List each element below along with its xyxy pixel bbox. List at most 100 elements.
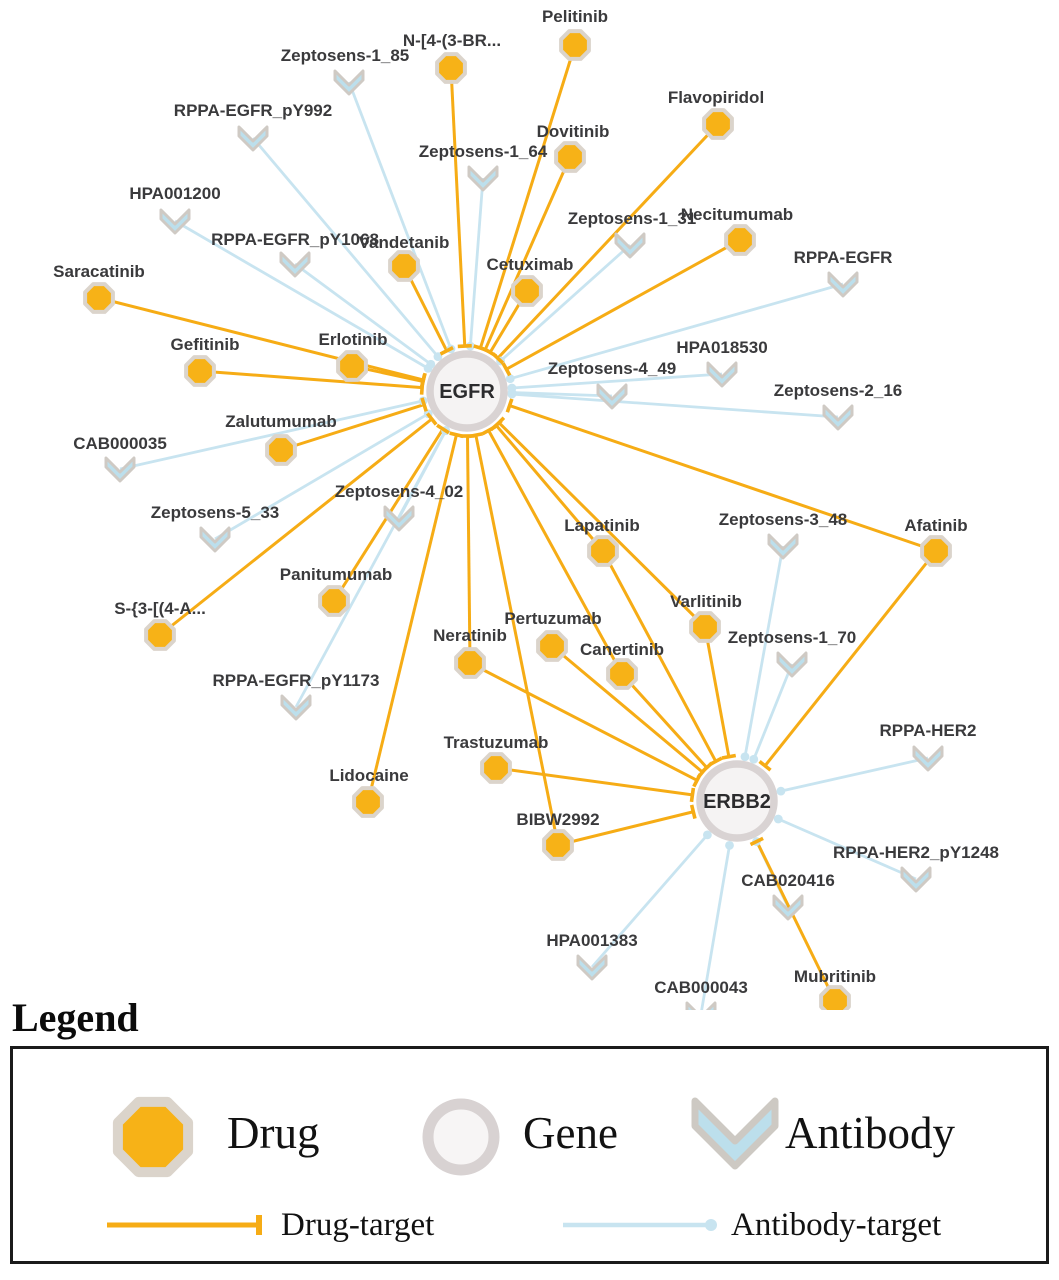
drug-node[interactable] (454, 647, 486, 679)
drug-node[interactable] (265, 434, 297, 466)
antibody-node[interactable] (279, 251, 311, 278)
antibody-target-edge (511, 392, 839, 419)
drug-label: Pelitinib (542, 7, 608, 26)
drug-label: Saracatinib (53, 262, 145, 281)
drug-node[interactable] (184, 355, 216, 387)
inhibition-cap (505, 398, 514, 413)
antibody-target-edge (174, 219, 429, 370)
antibody-node[interactable] (776, 651, 808, 678)
drug-target-edge (469, 661, 698, 782)
drug-node[interactable] (702, 108, 734, 140)
drug-node[interactable] (724, 224, 756, 256)
edge-endpoint-dot (433, 352, 443, 362)
antibody-target-edge (468, 177, 485, 347)
antibody-target-edge (251, 137, 440, 358)
drug-node[interactable] (819, 985, 851, 1010)
antibody-label: Zeptosens-1_31 (568, 209, 697, 228)
inhibition-cap (449, 431, 464, 439)
drug-label: Cetuximab (487, 255, 574, 274)
drug-node[interactable] (559, 29, 591, 61)
drug-node[interactable] (587, 535, 619, 567)
drug-node[interactable] (542, 829, 574, 861)
antibody-label: Zeptosens-2_16 (774, 381, 903, 400)
antibody-target-edge (511, 391, 613, 398)
edge-endpoint-dot (776, 786, 786, 796)
antibody-label: CAB020416 (741, 871, 835, 890)
drug-node[interactable] (352, 786, 384, 818)
drug-target-edge (495, 424, 605, 552)
gene-node[interactable] (696, 760, 778, 842)
antibody-target-edge (499, 243, 631, 363)
gene-node[interactable] (426, 350, 508, 432)
drug-target-edge (465, 435, 472, 664)
drug-target-edge (557, 810, 694, 847)
drug-node[interactable] (388, 250, 420, 282)
drug-label: Trastuzumab (444, 733, 549, 752)
drug-node[interactable] (144, 619, 176, 651)
antibody-label: Zeptosens-5_33 (151, 503, 280, 522)
antibody-label: RPPA-HER2_pY1248 (833, 843, 999, 862)
antibody-node[interactable] (383, 505, 415, 532)
drug-node[interactable] (336, 350, 368, 382)
antibody-node[interactable] (467, 165, 499, 192)
antibody-node[interactable] (767, 533, 799, 560)
drug-target-edge (280, 403, 425, 452)
antibody-node[interactable] (706, 361, 738, 388)
edge-endpoint-dot (702, 830, 712, 840)
drug-node[interactable] (318, 585, 350, 617)
inhibition-cap (468, 431, 484, 439)
antibody-node[interactable] (822, 404, 854, 431)
antibody-node[interactable] (199, 526, 231, 553)
antibody-node[interactable] (576, 954, 608, 981)
antibody-target-edge (752, 663, 794, 760)
antibody-target-edge (777, 817, 917, 881)
drug-node[interactable] (689, 611, 721, 643)
inhibition-cap (420, 397, 428, 412)
antibody-target-edge (780, 756, 929, 793)
drug-target-edge (497, 421, 707, 629)
legend-title: Legend (12, 995, 139, 1040)
antibody-target-legend-line (563, 1219, 717, 1231)
inhibition-cap (721, 753, 737, 760)
drug-node[interactable] (511, 275, 543, 307)
inhibition-cap (749, 836, 764, 847)
antibody-label: RPPA-HER2 (880, 721, 977, 740)
antibody-node[interactable] (772, 894, 804, 921)
antibody-target-edge (511, 372, 723, 390)
antibody-label: HPA001200 (129, 184, 220, 203)
antibody-node[interactable] (596, 383, 628, 410)
drug-node[interactable] (480, 752, 512, 784)
inhibition-cap (439, 346, 454, 356)
antibody-target-edge (509, 282, 844, 381)
drug-target-edge (505, 238, 741, 371)
legend-box: Drug Gene Antibody Drug-target Antibody-… (10, 1046, 1049, 1264)
gene-label: ERBB2 (703, 791, 771, 813)
drug-node[interactable] (435, 52, 467, 84)
inhibition-cap (692, 773, 702, 788)
drug-label: Lapatinib (564, 516, 640, 535)
antibody-target-edge (700, 845, 731, 1010)
edge-endpoint-dot (740, 752, 750, 762)
drug-target-edge (496, 122, 720, 360)
antibody-node[interactable] (159, 208, 191, 235)
drug-node[interactable] (920, 535, 952, 567)
antibody-node[interactable] (333, 69, 365, 96)
drug-node[interactable] (536, 630, 568, 662)
antibody-node[interactable] (900, 866, 932, 893)
drug-node[interactable] (83, 282, 115, 314)
antibody-node[interactable] (827, 271, 859, 298)
edge-endpoint-dot (505, 374, 515, 384)
nodes-layer (83, 29, 952, 1010)
antibody-label: Zeptosens-1_70 (728, 628, 857, 647)
antibody-node[interactable] (912, 745, 944, 772)
antibody-node[interactable] (685, 1001, 717, 1010)
antibody-label: HPA001383 (546, 931, 637, 950)
drug-node[interactable] (554, 141, 586, 173)
antibody-node[interactable] (104, 456, 136, 483)
antibody-node[interactable] (280, 694, 312, 721)
antibody-node[interactable] (614, 232, 646, 259)
labels-layer: EGFRERBB2PelitinibN-[4-(3-BR...Flavopiri… (53, 7, 999, 997)
antibody-node[interactable] (237, 125, 269, 152)
drug-target-edge (98, 296, 424, 382)
drug-node[interactable] (606, 658, 638, 690)
